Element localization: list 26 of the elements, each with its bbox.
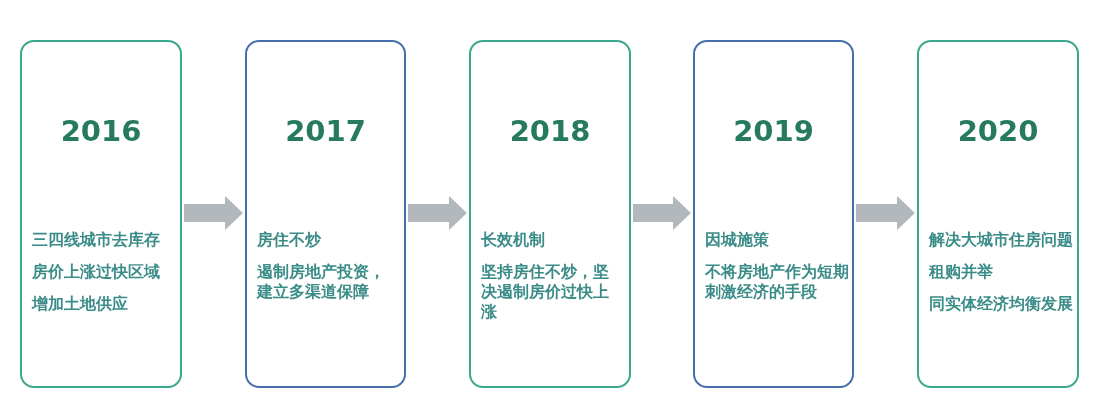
policy-text: 长效机制	[481, 230, 546, 250]
policy-text: 三四线城市去库存	[32, 230, 161, 250]
policy-text: 因城施策	[705, 230, 770, 250]
year-label: 2019	[732, 114, 815, 148]
policy-text: 房价上涨过快区域	[32, 262, 161, 282]
timeline-card	[917, 40, 1079, 388]
policy-text: 增加土地供应	[32, 294, 129, 314]
arrow	[633, 196, 691, 230]
timeline-card	[469, 40, 631, 388]
timeline-card	[693, 40, 854, 388]
policy-text: 租购并举	[929, 262, 994, 282]
arrow	[856, 196, 915, 230]
year-label: 2016	[59, 114, 143, 148]
year-label: 2020	[956, 114, 1040, 148]
year-label: 2018	[508, 114, 592, 148]
arrow	[184, 196, 243, 230]
policy-text: 坚持房住不炒，坚决遏制房价过快上涨	[481, 262, 610, 322]
timeline-card	[20, 40, 182, 388]
policy-text: 同实体经济均衡发展	[929, 294, 1074, 314]
policy-text: 遏制房地产投资，建立多渠道保障	[257, 262, 386, 302]
policy-text: 不将房地产作为短期刺激经济的手段	[705, 262, 850, 302]
arrow	[408, 196, 467, 230]
year-label: 2017	[284, 114, 367, 148]
timeline-card	[245, 40, 406, 388]
policy-text: 房住不炒	[257, 230, 322, 250]
policy-text: 解决大城市住房问题	[929, 230, 1074, 250]
